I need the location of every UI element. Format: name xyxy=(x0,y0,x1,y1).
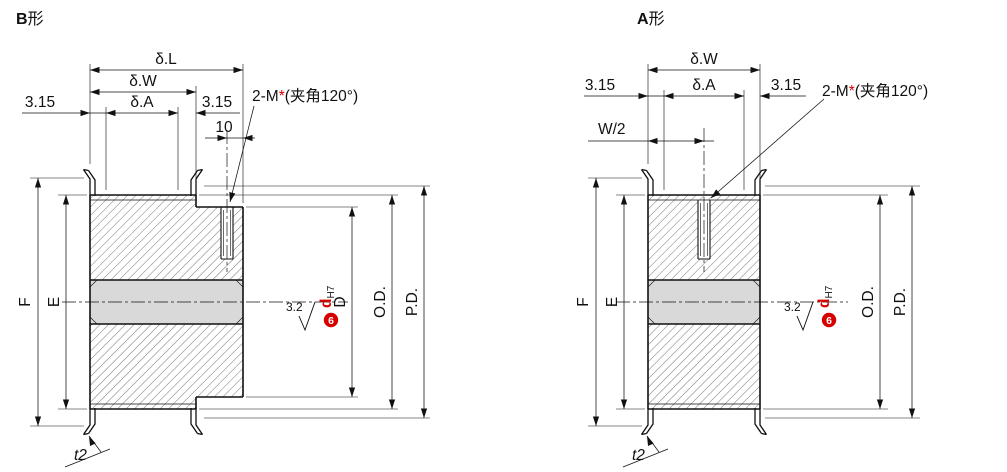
a-bore-diameter-label: dH7 xyxy=(816,285,835,308)
a-dim-f: F xyxy=(575,297,592,306)
b-dimension-lines xyxy=(22,69,425,468)
a-callout-number: 6 xyxy=(826,315,832,327)
a-dim-od: O.D. xyxy=(860,286,877,318)
b-dim-pd: P.D. xyxy=(404,288,421,316)
figure-b: 3.2 6 dH7 B形 δ.L δ.W 3.15 δ.A 3.15 10 2-… xyxy=(16,10,430,468)
b-dim-e: E xyxy=(46,297,63,307)
b-dim-od: O.D. xyxy=(372,286,389,318)
a-dimension-lines xyxy=(584,69,913,468)
b-callout-badge xyxy=(323,312,339,328)
b-bore-callout: 6 dH7 xyxy=(318,285,339,328)
a-callout-badge xyxy=(821,312,837,328)
a-dim-t2: t2 xyxy=(632,447,645,464)
a-centerlines xyxy=(616,128,848,303)
b-dim-delta-a: δ.A xyxy=(130,94,154,111)
a-bore-callout: 6 dH7 xyxy=(816,285,837,328)
b-dim-delta-l: δ.L xyxy=(155,51,177,68)
a-dim-e: E xyxy=(604,297,621,307)
b-flanges xyxy=(82,168,204,436)
b-surface-finish-symbol: 3.2 xyxy=(286,300,316,332)
b-dim-delta-w: δ.W xyxy=(129,73,157,90)
a-dim-delta-a: δ.A xyxy=(692,77,716,94)
figure-a-title: A形 xyxy=(637,10,665,28)
a-extension-lines xyxy=(588,64,920,427)
figure-b-title: B形 xyxy=(16,10,44,28)
a-set-screw-label: 2-M*(夹角120°) xyxy=(822,82,928,100)
b-dim-f: F xyxy=(17,297,34,306)
b-dim-d: D xyxy=(332,296,349,307)
a-surface-roughness-value: 3.2 xyxy=(784,300,801,314)
b-centerlines xyxy=(62,130,348,303)
b-dim-margin-left: 3.15 xyxy=(25,94,55,111)
b-set-screw-label: 2-M*(夹角120°) xyxy=(252,87,358,105)
b-bore-diameter-label: dH7 xyxy=(318,285,337,308)
a-dim-half-width: W/2 xyxy=(598,121,626,138)
figure-a: 3.2 6 dH7 A形 δ.W 3.15 δ.A 3.15 W/2 2-M*(… xyxy=(575,10,928,468)
b-callout-number: 6 xyxy=(328,315,334,327)
b-surface-roughness-value: 3.2 xyxy=(286,300,303,314)
b-extension-lines xyxy=(30,64,430,427)
a-dim-margin-right: 3.15 xyxy=(771,77,801,94)
a-flanges xyxy=(640,168,768,436)
b-dim-margin-right: 3.15 xyxy=(202,94,232,111)
a-dim-margin-left: 3.15 xyxy=(585,77,615,94)
b-hatching xyxy=(90,195,243,409)
a-dim-delta-w: δ.W xyxy=(690,51,718,68)
a-surface-finish-symbol: 3.2 xyxy=(784,300,814,332)
b-dim-t2: t2 xyxy=(74,447,87,464)
b-dim-screw-offset: 10 xyxy=(215,119,233,136)
a-dim-pd: P.D. xyxy=(892,288,909,316)
